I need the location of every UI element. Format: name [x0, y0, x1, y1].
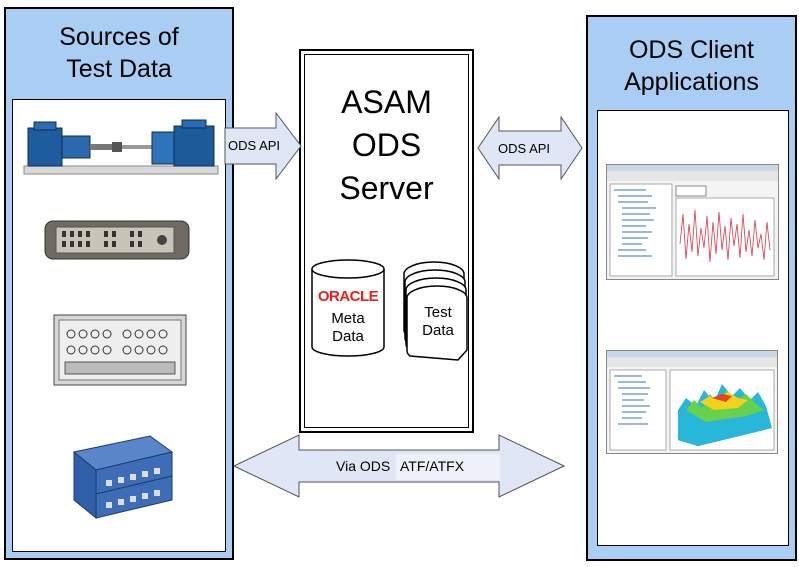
meta-data-database-icon	[311, 259, 385, 357]
meta-data-label: Meta Data	[311, 310, 385, 346]
left-ods-api-label: ODS API	[228, 138, 281, 153]
client-app-screenshot-1	[606, 164, 779, 280]
clients-title-line2: Applications	[624, 68, 759, 96]
test-data-label: Test Data	[412, 304, 464, 340]
server-title-line3: Server	[339, 170, 434, 206]
meta-data-label-line2: Data	[332, 328, 364, 345]
clients-title-line1: ODS Client	[628, 36, 755, 64]
sources-title: Sources of Test Data	[6, 21, 232, 85]
oracle-logo: ORACLE	[317, 288, 379, 305]
left-ods-api-arrow	[224, 112, 302, 180]
meta-data-label-line1: Meta	[331, 310, 365, 327]
server-title-line2: ODS	[351, 127, 422, 163]
clients-title: ODS Client Applications	[588, 34, 795, 98]
sources-title-line2: Test Data	[66, 55, 172, 83]
rack-instrument-image	[53, 314, 187, 386]
bottom-via-ods-label: Via ODS	[336, 458, 391, 474]
daq-module-image	[44, 220, 190, 260]
atf-format-box	[396, 454, 500, 480]
test-data-label-line2: Data	[422, 322, 454, 339]
test-data-files-icon	[403, 261, 468, 361]
right-ods-api-arrow	[477, 116, 583, 180]
clients-panel: ODS Client Applications	[586, 15, 797, 561]
right-ods-api-label: ODS API	[498, 141, 551, 156]
portable-daq-image	[72, 435, 174, 520]
ods-server-inner-border	[304, 54, 469, 428]
sources-title-line1: Sources of	[59, 23, 179, 51]
server-title-line1: ASAM	[341, 84, 432, 120]
client-app-screenshot-2	[606, 350, 778, 454]
ods-server-box: ASAM ODS Server	[299, 49, 474, 433]
ods-server-title: ASAM ODS Server	[301, 81, 472, 210]
test-bench-image	[23, 119, 219, 175]
bottom-atf-format-label: ATF/ATFX	[400, 458, 465, 474]
test-data-label-line1: Test	[424, 304, 452, 321]
